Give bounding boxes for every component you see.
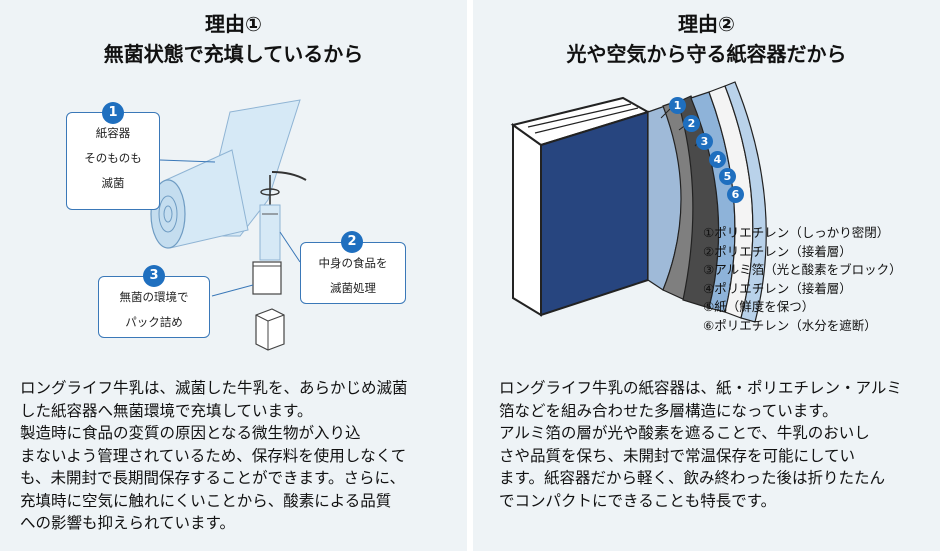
reason2-title: 光や空気から守る紙容器だから xyxy=(566,42,847,66)
callout2-line: 中身の食品を xyxy=(318,256,388,270)
callout1-line: 紙容器 xyxy=(95,126,131,140)
aseptic-filling-illustration xyxy=(150,99,307,351)
layer-legend-item: ②ポリエチレン（接着層） xyxy=(703,243,852,259)
layer-number-badge: 6 xyxy=(727,186,744,203)
layer-legend-item: ③アルミ箔（光と酸素をブロック） xyxy=(703,262,902,277)
callout3-line: 無菌の環境で xyxy=(119,290,189,304)
callout2-line: 滅菌処理 xyxy=(330,281,376,295)
reason1-panel: 理由① 無菌状態で充填しているから 紙容器 そのものも 滅菌 1 xyxy=(0,0,467,551)
layer-number-badge: 5 xyxy=(719,168,736,185)
layer-number-badge: 4 xyxy=(709,151,726,168)
callout3-number-badge: 3 xyxy=(143,265,165,287)
callout1-line: そのものも xyxy=(84,151,142,165)
callout2-number-badge: 2 xyxy=(341,231,363,253)
reason2-heading: 理由② xyxy=(678,12,735,36)
callout1-line: 滅菌 xyxy=(101,176,125,190)
layer-number-badge: 2 xyxy=(683,115,700,132)
reason1-description: ロングライフ牛乳は、滅菌した牛乳を、あらかじめ滅菌 した紙容器へ無菌環境で充填し… xyxy=(20,379,408,532)
reason2-panel: 理由② 光や空気から守る紙容器だから 1 2 3 4 5 6 ①ポリエチレン（し… xyxy=(473,0,940,551)
callout3-line: パック詰め xyxy=(125,315,183,329)
callout1-number-badge: 1 xyxy=(102,102,124,124)
layer-legend-item: ⑥ポリエチレン（水分を遮断） xyxy=(703,317,877,333)
layer-legend-item: ①ポリエチレン（しっかり密閉） xyxy=(703,225,890,240)
layer-number-badge: 3 xyxy=(696,133,713,150)
callout-sterilized-container: 紙容器 そのものも 滅菌 xyxy=(66,112,160,210)
layer-legend-item: ④ポリエチレン（接着層） xyxy=(703,280,852,296)
layer-legend-item: ⑤紙（鮮度を保つ） xyxy=(703,299,815,314)
reason1-heading: 理由① xyxy=(205,12,262,36)
reason2-description: ロングライフ牛乳の紙容器は、紙・ポリエチレン・アルミ 箔などを組み合わせた多層構… xyxy=(499,379,902,510)
layer-number-badge: 1 xyxy=(669,97,686,114)
reason1-title: 無菌状態で充填しているから xyxy=(103,42,364,66)
